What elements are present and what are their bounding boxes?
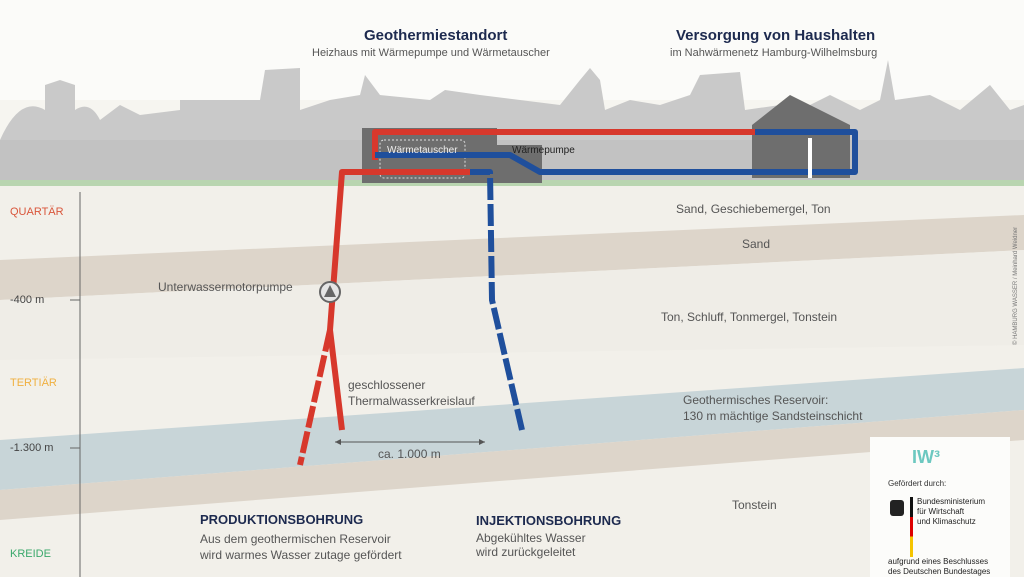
production-title: PRODUKTIONSBOHRUNG xyxy=(200,512,364,527)
injection-text: Abgekühltes Wasser xyxy=(476,531,586,545)
layer-label: Sand xyxy=(742,237,771,251)
injection-title: INJEKTIONSBOHRUNG xyxy=(476,513,622,528)
funded-by: Gefördert durch: xyxy=(888,479,947,488)
production-text: wird warmes Wasser zutage gefördert xyxy=(200,548,402,562)
production-text: Aus dem geothermischen Reservoir xyxy=(200,532,391,546)
depth-400: -400 m xyxy=(10,294,45,306)
ministry-name: Bundesministerium xyxy=(917,497,986,506)
household-building xyxy=(752,95,850,178)
ministry-name: für Wirtschaft xyxy=(917,507,965,516)
heat-exchanger-label: Wärmetauscher xyxy=(387,145,458,156)
supply-subtitle: im Nahwärmenetz Hamburg-Wilhelmsburg xyxy=(670,47,878,59)
iw3-logo: IW³ xyxy=(912,447,940,467)
cold-pipe xyxy=(375,129,858,175)
era-quartaer: QUARTÄR xyxy=(10,206,64,218)
injection-text: wird zurückgeleitet xyxy=(476,545,576,559)
supply-title: Versorgung von Haushalten xyxy=(676,27,876,44)
funding-panel: IW³ Gefördert durch: Bundesministerium f… xyxy=(870,437,1010,577)
layer-label: Sand, Geschiebemergel, Ton xyxy=(676,202,831,216)
reservoir-label: 130 m mächtige Sandsteinschicht xyxy=(683,409,863,423)
image-credit: © HAMBURG WASSER / Meinhard Weidner xyxy=(1013,226,1019,345)
ministry-name: und Klimaschutz xyxy=(917,517,976,526)
heat-pump-label: Wärmepumpe xyxy=(512,145,575,156)
reservoir-layer xyxy=(0,368,1024,490)
era-tertiaer: TERTIÄR xyxy=(10,377,57,389)
circuit-label: geschlossener xyxy=(348,378,426,392)
era-kreide: KREIDE xyxy=(10,548,51,560)
funding-note: aufgrund eines Beschlusses xyxy=(888,557,989,566)
depth-1300: -1.300 m xyxy=(10,442,54,454)
heat-exchanger-box xyxy=(379,139,466,179)
hot-pipe xyxy=(327,129,755,431)
site-title: Geothermiestandort xyxy=(364,27,508,44)
reservoir-label: Geothermisches Reservoir: xyxy=(683,393,829,407)
pump-label: Unterwassermotorpumpe xyxy=(158,280,293,294)
flag-bar xyxy=(910,497,913,557)
circuit-label: Thermalwasserkreislauf xyxy=(348,394,475,408)
site-subtitle: Heizhaus mit Wärmepumpe und Wärmetausche… xyxy=(312,47,550,59)
funding-note: des Deutschen Bundestages xyxy=(888,567,991,576)
sand-layer xyxy=(0,215,1024,300)
distance-label: ca. 1.000 m xyxy=(378,447,441,461)
eagle-icon xyxy=(890,500,904,516)
layer-label: Tonstein xyxy=(732,498,777,512)
layer-label: Ton, Schluff, Tonmergel, Tonstein xyxy=(661,310,838,324)
